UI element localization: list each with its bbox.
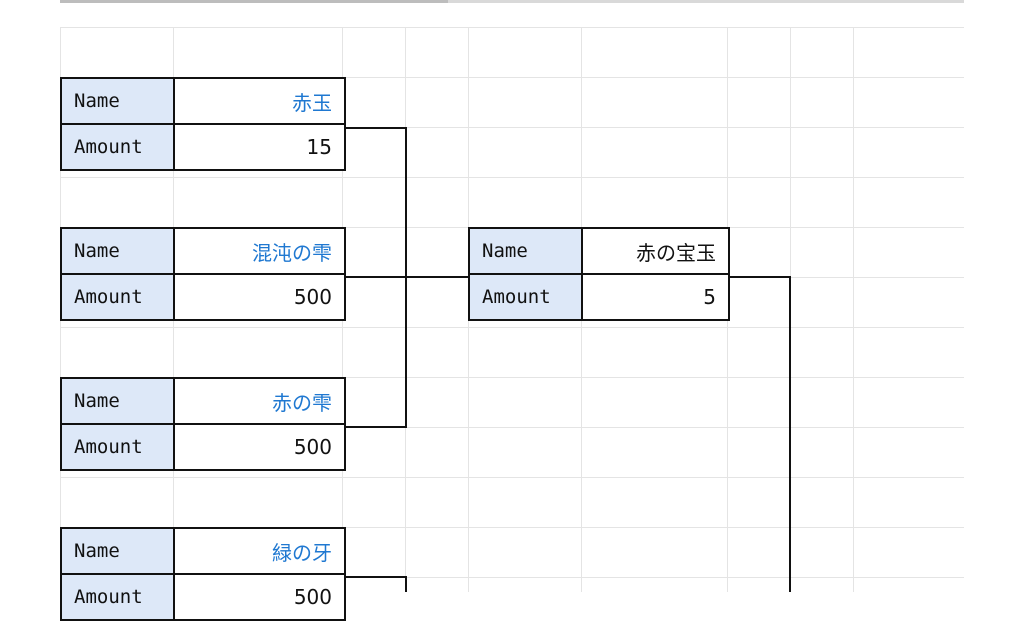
top-scroll-strip xyxy=(60,0,964,3)
ingredient-box: Name 赤玉 Amount 15 xyxy=(60,77,346,171)
name-value-cell[interactable]: 緑の牙 xyxy=(173,527,346,575)
gridline-vertical xyxy=(853,27,854,592)
connector-line xyxy=(342,127,407,129)
name-value-cell[interactable]: 赤の宝玉 xyxy=(581,227,730,275)
amount-value-cell[interactable]: 500 xyxy=(173,573,346,621)
result-box: Name 赤の宝玉 Amount 5 xyxy=(468,227,730,321)
name-label-cell[interactable]: Name xyxy=(60,227,175,275)
connector-line xyxy=(342,426,407,428)
ingredient-box: Name 混沌の雫 Amount 500 xyxy=(60,227,346,321)
amount-value-cell[interactable]: 500 xyxy=(173,423,346,471)
gridline-horizontal xyxy=(60,177,964,178)
spreadsheet-canvas: Name 赤玉 Amount 15 Name 混沌の雫 Amount 500 N… xyxy=(60,0,964,621)
gridline-horizontal xyxy=(60,577,964,578)
amount-label-cell[interactable]: Amount xyxy=(60,423,175,471)
ingredient-box: Name 緑の牙 Amount 500 xyxy=(60,527,346,621)
amount-value-cell[interactable]: 500 xyxy=(173,273,346,321)
ingredient-box: Name 赤の雫 Amount 500 xyxy=(60,377,346,471)
name-value-cell[interactable]: 赤玉 xyxy=(173,77,346,125)
gridline-horizontal xyxy=(60,527,964,528)
gridline-horizontal xyxy=(60,327,964,328)
name-label-cell[interactable]: Name xyxy=(468,227,583,275)
name-value-cell[interactable]: 赤の雫 xyxy=(173,377,346,425)
name-label-cell[interactable]: Name xyxy=(60,527,175,575)
gridline-horizontal xyxy=(60,27,964,28)
name-label-cell[interactable]: Name xyxy=(60,377,175,425)
amount-label-cell[interactable]: Amount xyxy=(60,573,175,621)
amount-label-cell[interactable]: Amount xyxy=(60,273,175,321)
connector-line xyxy=(726,276,791,278)
gridline-horizontal xyxy=(60,377,964,378)
amount-label-cell[interactable]: Amount xyxy=(468,273,583,321)
name-label-cell[interactable]: Name xyxy=(60,77,175,125)
connector-line xyxy=(342,276,470,278)
gridline-horizontal xyxy=(60,477,964,478)
connector-line xyxy=(789,276,791,592)
amount-value-cell[interactable]: 5 xyxy=(581,273,730,321)
amount-label-cell[interactable]: Amount xyxy=(60,123,175,171)
name-value-cell[interactable]: 混沌の雫 xyxy=(173,227,346,275)
top-scroll-thumb[interactable] xyxy=(60,0,448,3)
amount-value-cell[interactable]: 15 xyxy=(173,123,346,171)
gridline-horizontal xyxy=(60,127,964,128)
connector-line xyxy=(342,576,407,578)
gridline-horizontal xyxy=(60,77,964,78)
connector-line xyxy=(405,576,407,592)
gridline-horizontal xyxy=(60,427,964,428)
